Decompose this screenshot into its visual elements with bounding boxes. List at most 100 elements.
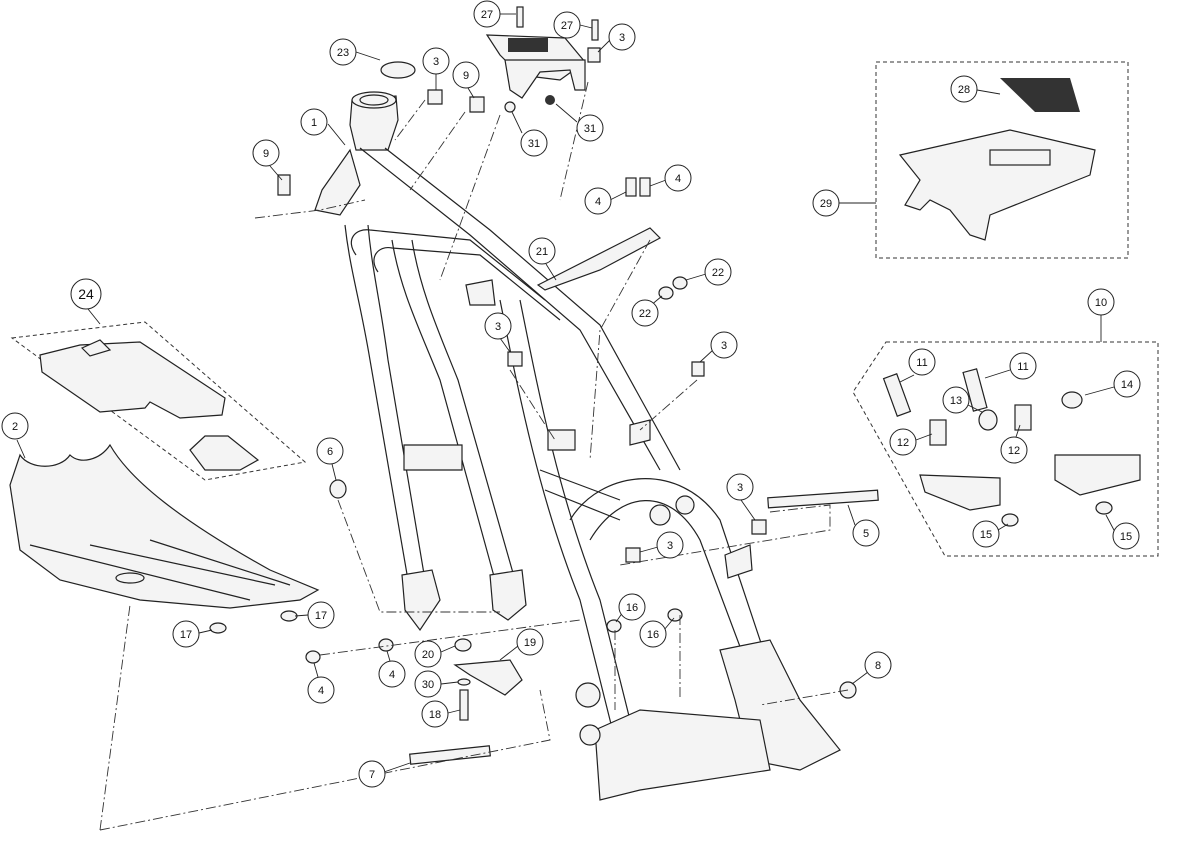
callout-14: 14 bbox=[1084, 370, 1141, 398]
callout-3-e: 3 bbox=[726, 473, 756, 521]
callout-4-c: 4 bbox=[307, 662, 335, 704]
svg-text:3: 3 bbox=[495, 321, 501, 333]
svg-text:31: 31 bbox=[584, 123, 596, 135]
callout-21: 21 bbox=[528, 237, 557, 281]
svg-text:3: 3 bbox=[721, 340, 727, 352]
callout-3-a: 3 bbox=[422, 47, 450, 90]
seat-cover-24 bbox=[39, 339, 260, 471]
svg-text:30: 30 bbox=[422, 679, 434, 691]
callout-15-a: 15 bbox=[972, 520, 1009, 548]
callout-31-b: 31 bbox=[555, 103, 604, 142]
svg-text:17: 17 bbox=[180, 629, 192, 641]
callout-17-b: 17 bbox=[294, 601, 335, 629]
callout-8: 8 bbox=[851, 651, 892, 685]
svg-text:9: 9 bbox=[263, 148, 269, 160]
svg-text:6: 6 bbox=[327, 446, 333, 458]
callouts: 1 2 3 3 3 3 3 3 4 4 4 4 5 6 7 8 9 9 10 1… bbox=[1, 0, 1141, 788]
svg-text:27: 27 bbox=[481, 9, 493, 21]
svg-text:11: 11 bbox=[916, 357, 927, 369]
callout-27-b: 27 bbox=[553, 11, 593, 39]
svg-text:3: 3 bbox=[619, 32, 625, 44]
svg-text:3: 3 bbox=[737, 482, 743, 494]
callout-9-a: 9 bbox=[252, 139, 283, 181]
callout-11-b: 11 bbox=[984, 352, 1037, 380]
callout-7: 7 bbox=[358, 760, 411, 788]
svg-text:27: 27 bbox=[561, 20, 573, 32]
callout-9-b: 9 bbox=[452, 61, 480, 99]
callout-3-d: 3 bbox=[699, 331, 738, 363]
hardware-parts bbox=[209, 47, 879, 765]
svg-text:4: 4 bbox=[318, 685, 324, 697]
callout-12-b: 12 bbox=[1000, 424, 1028, 464]
svg-text:15: 15 bbox=[1120, 531, 1132, 543]
svg-text:23: 23 bbox=[337, 47, 349, 59]
callout-20: 20 bbox=[414, 640, 456, 668]
svg-text:28: 28 bbox=[958, 84, 970, 96]
svg-text:29: 29 bbox=[820, 198, 832, 210]
group-box-10 bbox=[852, 341, 1159, 557]
svg-text:14: 14 bbox=[1121, 379, 1133, 391]
svg-text:15: 15 bbox=[980, 529, 992, 541]
svg-text:12: 12 bbox=[1008, 445, 1020, 457]
svg-text:9: 9 bbox=[463, 70, 469, 82]
group-box-29 bbox=[875, 61, 1129, 259]
svg-text:20: 20 bbox=[422, 649, 434, 661]
svg-text:16: 16 bbox=[647, 629, 659, 641]
svg-text:16: 16 bbox=[626, 602, 638, 614]
callout-24: 24 bbox=[70, 278, 102, 325]
callout-15-b: 15 bbox=[1105, 514, 1140, 550]
callout-1: 1 bbox=[300, 108, 346, 146]
callout-23: 23 bbox=[329, 38, 381, 66]
callout-18: 18 bbox=[421, 700, 461, 728]
callout-17-a: 17 bbox=[172, 620, 213, 648]
svg-text:3: 3 bbox=[667, 540, 673, 552]
svg-text:4: 4 bbox=[595, 196, 601, 208]
callout-3-b: 3 bbox=[597, 23, 636, 53]
callout-4-a: 4 bbox=[584, 187, 627, 215]
callout-29: 29 bbox=[812, 189, 876, 217]
callout-19: 19 bbox=[499, 628, 544, 661]
callout-16-b: 16 bbox=[639, 617, 675, 648]
top-plate-assembly bbox=[485, 6, 599, 113]
callout-10: 10 bbox=[1087, 288, 1115, 342]
assembly-lines bbox=[99, 81, 849, 831]
svg-text:3: 3 bbox=[433, 56, 439, 68]
svg-text:11: 11 bbox=[1017, 361, 1028, 373]
bracket-29 bbox=[898, 78, 1096, 241]
svg-text:17: 17 bbox=[315, 610, 327, 622]
svg-text:19: 19 bbox=[524, 637, 536, 649]
callout-11-a: 11 bbox=[899, 348, 936, 383]
svg-text:31: 31 bbox=[528, 138, 540, 150]
svg-text:5: 5 bbox=[863, 528, 869, 540]
svg-text:2: 2 bbox=[12, 421, 18, 433]
svg-text:24: 24 bbox=[78, 286, 94, 302]
svg-text:21: 21 bbox=[536, 246, 548, 258]
group-box-24 bbox=[10, 321, 307, 481]
callout-2: 2 bbox=[1, 412, 29, 459]
callout-13: 13 bbox=[942, 386, 983, 414]
svg-text:1: 1 bbox=[311, 117, 317, 129]
svg-text:22: 22 bbox=[712, 267, 724, 279]
svg-text:7: 7 bbox=[369, 769, 375, 781]
callout-4-d: 4 bbox=[378, 650, 406, 688]
skid-plate bbox=[9, 443, 320, 609]
callout-3-f: 3 bbox=[639, 531, 684, 559]
svg-text:4: 4 bbox=[675, 173, 681, 185]
callout-30: 30 bbox=[414, 670, 459, 698]
svg-text:4: 4 bbox=[389, 669, 395, 681]
callout-31-a: 31 bbox=[511, 111, 548, 157]
callout-27-a: 27 bbox=[473, 0, 516, 28]
svg-text:12: 12 bbox=[897, 437, 909, 449]
callout-4-b: 4 bbox=[649, 164, 692, 192]
callout-3-c: 3 bbox=[484, 312, 512, 353]
main-frame bbox=[314, 91, 841, 801]
svg-text:10: 10 bbox=[1095, 297, 1107, 309]
svg-text:8: 8 bbox=[875, 660, 881, 672]
svg-text:13: 13 bbox=[950, 395, 962, 407]
callout-22-a: 22 bbox=[685, 258, 732, 286]
callout-12-a: 12 bbox=[889, 428, 933, 456]
callout-28: 28 bbox=[950, 75, 1001, 103]
callout-22-b: 22 bbox=[631, 295, 663, 327]
svg-text:22: 22 bbox=[639, 308, 651, 320]
